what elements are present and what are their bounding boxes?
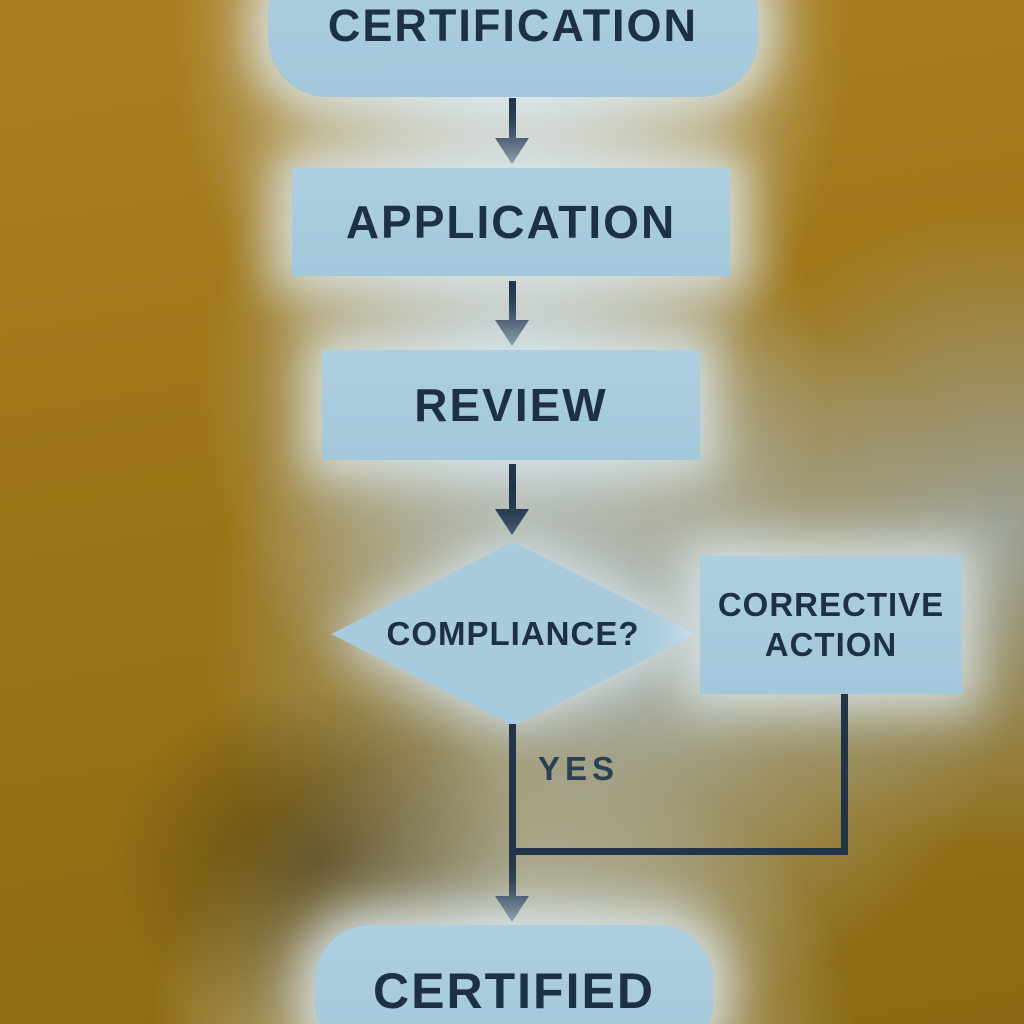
node-certification: CERTIFICATION bbox=[268, 0, 758, 97]
node-application-label: APPLICATION bbox=[345, 196, 677, 248]
node-review: REVIEW bbox=[322, 350, 700, 460]
arrow-compliance-certified-shaft bbox=[509, 724, 516, 898]
node-certification-label: CERTIFICATION bbox=[327, 0, 699, 51]
edge-corrective-return-vertical bbox=[841, 694, 848, 855]
node-compliance: COMPLIANCE? bbox=[331, 542, 695, 726]
arrow-certification-application-shaft bbox=[509, 98, 516, 140]
edge-label-yes: YES bbox=[538, 750, 620, 787]
node-compliance-shape: COMPLIANCE? bbox=[331, 542, 695, 726]
node-review-label: REVIEW bbox=[414, 379, 608, 431]
arrow-review-compliance-shaft bbox=[509, 464, 516, 511]
node-corrective-action-label: CORRECTIVE ACTION bbox=[717, 586, 945, 663]
arrow-application-review-head bbox=[495, 320, 529, 346]
arrow-into-certified-head bbox=[495, 896, 529, 922]
node-certified-label: CERTIFIED bbox=[373, 963, 655, 1019]
node-corrective-action: CORRECTIVE ACTION bbox=[700, 556, 962, 694]
arrow-application-review-shaft bbox=[509, 281, 516, 322]
edge-corrective-return-horizontal bbox=[509, 848, 848, 855]
node-application: APPLICATION bbox=[292, 168, 730, 276]
node-certified: CERTIFIED bbox=[315, 925, 713, 1024]
arrow-review-compliance-head bbox=[495, 509, 529, 535]
node-compliance-label: COMPLIANCE? bbox=[386, 615, 640, 652]
arrow-certification-application-head bbox=[495, 138, 529, 164]
